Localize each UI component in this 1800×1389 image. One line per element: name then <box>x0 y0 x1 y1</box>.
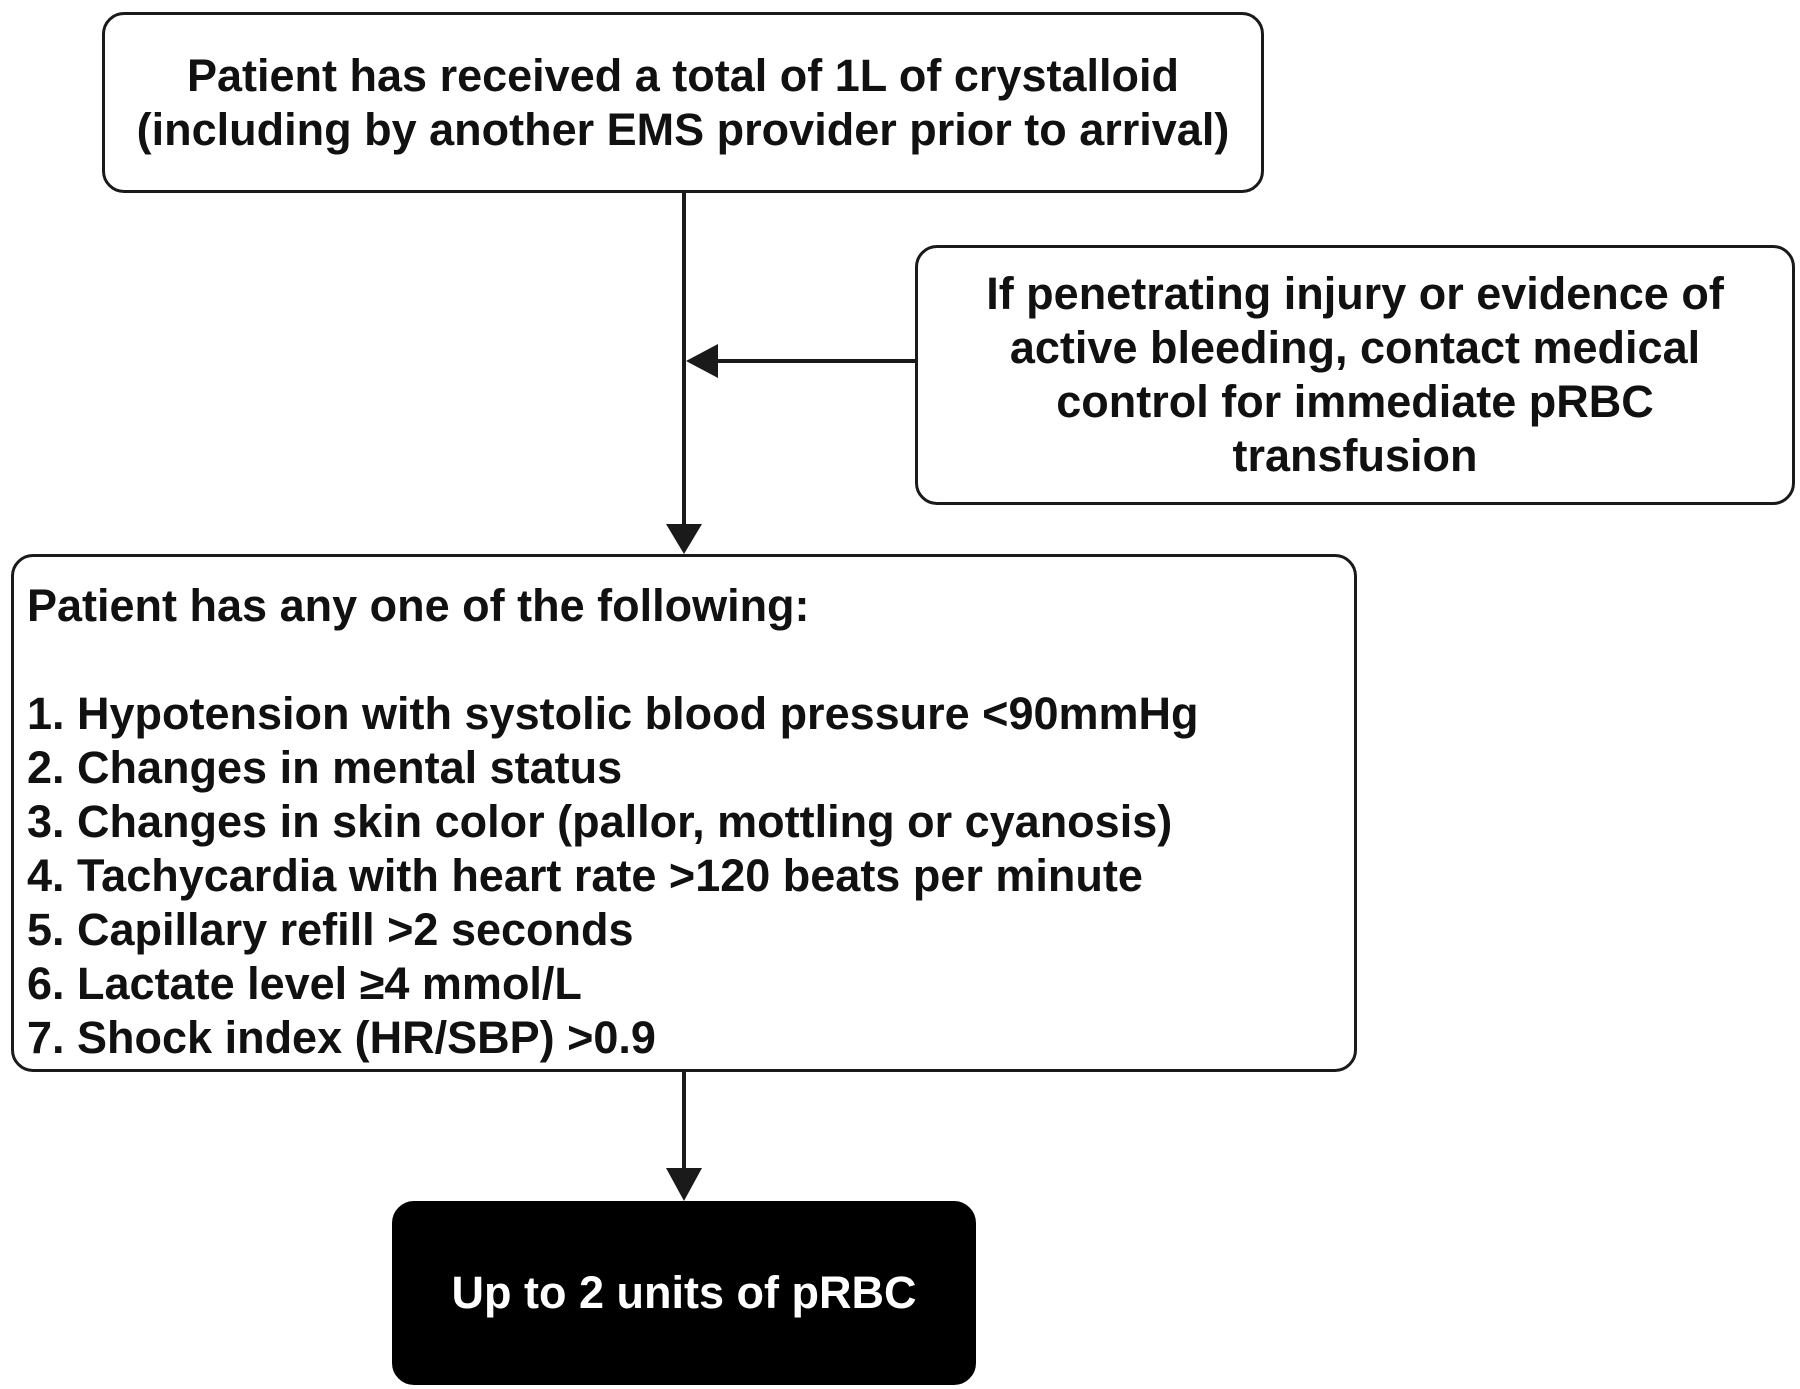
arrowhead-left-main <box>686 344 718 378</box>
result-label: Up to 2 units of pRBC <box>451 1267 917 1318</box>
exception-box: If penetrating injury or evidence of act… <box>915 245 1795 505</box>
exception-line-1: If penetrating injury or evidence of <box>986 268 1724 319</box>
criteria-item: 2. Changes in mental status <box>27 742 623 793</box>
criteria-box: Patient has any one of the following: 1.… <box>11 554 1357 1072</box>
result-box: Up to 2 units of pRBC <box>392 1201 976 1385</box>
intake-line-1: Patient has received a total of 1L of cr… <box>187 49 1179 101</box>
criteria-item: 5. Capillary refill >2 seconds <box>27 904 634 955</box>
arrowhead-down-result <box>666 1168 702 1201</box>
exception-line-4: transfusion <box>1232 430 1478 481</box>
criteria-item: 1. Hypotension with systolic blood press… <box>27 688 1199 739</box>
criteria-item: 3. Changes in skin color (pallor, mottli… <box>27 796 1173 847</box>
criteria-item: 7. Shock index (HR/SBP) >0.9 <box>27 1012 656 1063</box>
intake-box: Patient has received a total of 1L of cr… <box>102 12 1264 193</box>
criteria-item: 4. Tachycardia with heart rate >120 beat… <box>27 850 1143 901</box>
exception-line-2: active bleeding, contact medical <box>1009 322 1701 373</box>
arrowhead-down-criteria <box>666 524 702 554</box>
intake-line-2: (including by another EMS provider prior… <box>136 103 1230 155</box>
exception-line-3: control for immediate pRBC <box>1056 376 1654 427</box>
criteria-item: 6. Lactate level ≥4 mmol/L <box>27 958 582 1009</box>
criteria-title: Patient has any one of the following: <box>27 580 810 631</box>
